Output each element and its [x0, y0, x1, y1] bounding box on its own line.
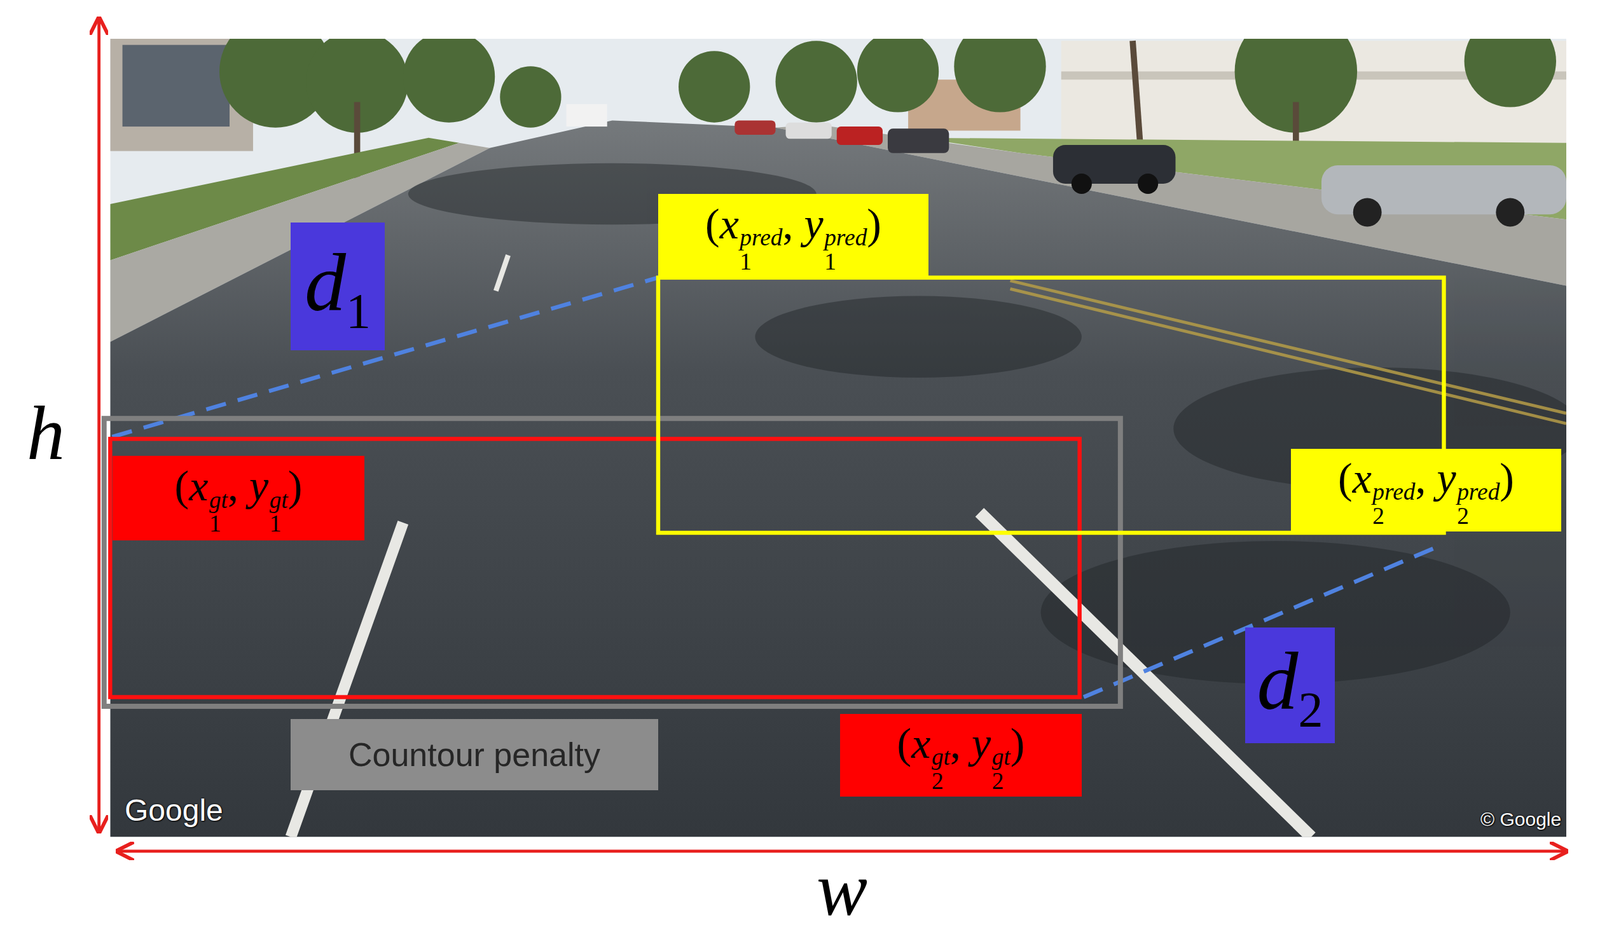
pole: [1132, 40, 1141, 154]
distance-label: d2: [1245, 627, 1335, 744]
photo: [110, 38, 1567, 837]
car: [836, 126, 883, 145]
ground-truth-corner-label: (x2gt, y2gt): [840, 714, 1082, 797]
tree: [678, 50, 750, 123]
road: [110, 120, 1567, 837]
tree-shadows: [408, 163, 1567, 685]
prediction-corner-label: (x2pred, y2pred): [1290, 448, 1562, 532]
sign: [122, 45, 230, 127]
shadow: [754, 296, 1082, 378]
tree: [403, 38, 495, 123]
car: [786, 122, 832, 140]
height-arrow: [97, 18, 101, 833]
penalty-label: Countour penalty: [290, 719, 659, 791]
tree: [499, 66, 561, 128]
dimension-label: w: [816, 847, 868, 932]
wheel: [1353, 197, 1382, 227]
wheel: [1071, 173, 1092, 194]
node-text: (x2gt, y2gt): [897, 717, 1026, 794]
lane-dash: [496, 255, 509, 291]
prediction-corner-label: (x1pred, y1pred): [658, 193, 929, 278]
node-text: (x1gt, y1gt): [174, 460, 303, 536]
dimension-label: h: [26, 391, 65, 476]
node-text: Countour penalty: [348, 735, 601, 775]
wheel: [1495, 197, 1525, 227]
ground-truth-box: [110, 438, 1080, 697]
watermark: © Google: [1480, 808, 1562, 830]
truck: [566, 104, 608, 127]
watermark: Google: [124, 794, 224, 828]
node-text: d1: [304, 232, 371, 341]
trees: [219, 38, 1557, 133]
tree: [775, 40, 857, 123]
center-line: [1010, 280, 1567, 424]
node-text: d2: [1257, 631, 1324, 740]
tree: [953, 38, 1046, 113]
wheel: [1137, 173, 1159, 194]
node-text: (x1pred, y1pred): [705, 198, 882, 274]
lane-markings: [290, 255, 1312, 837]
yellow-line: [1010, 280, 1567, 414]
distance-line: [112, 277, 659, 437]
tree: [857, 38, 939, 113]
tree: [1464, 38, 1557, 108]
contour-box: [104, 418, 1121, 707]
distance-label: d1: [290, 222, 385, 351]
car: [734, 120, 776, 135]
car: [887, 128, 949, 154]
node-text: (x2pred, y2pred): [1337, 452, 1515, 528]
ground-truth-corner-label: (x1gt, y1gt): [112, 455, 365, 541]
car: [1053, 144, 1176, 184]
yellow-line: [1010, 288, 1567, 424]
